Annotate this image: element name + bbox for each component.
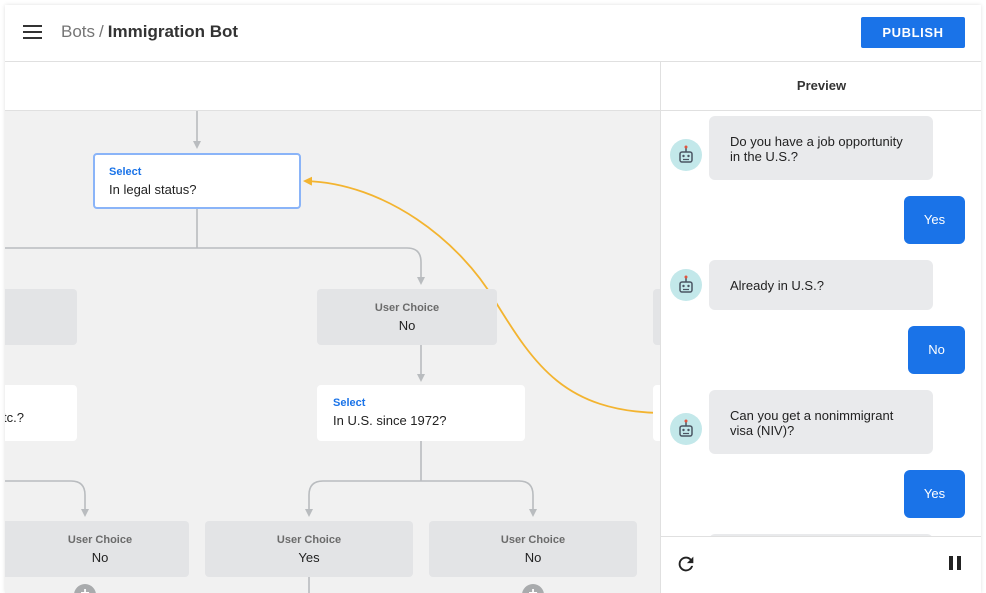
flow-node-choice[interactable]: User Choice No xyxy=(317,289,497,345)
node-type: User Choice xyxy=(500,534,566,546)
bot-avatar xyxy=(670,269,702,301)
bot-message: Can you get a nonimmigrant visa (NIV)? xyxy=(709,390,933,454)
node-type: User Choice xyxy=(67,534,133,546)
flow-node-choice[interactable]: User Choice No xyxy=(429,521,637,577)
pause-icon[interactable] xyxy=(949,556,961,570)
flow-node-select-partial[interactable] xyxy=(653,385,660,441)
preview-panel: Preview Do you have a job opportunity in… xyxy=(660,62,981,593)
flow-node-choice[interactable]: User Choice Yes xyxy=(205,521,413,577)
page-title: Immigration Bot xyxy=(107,22,239,41)
flow-canvas[interactable]: Select In legal status? User Choice No t… xyxy=(5,111,660,593)
flow-node-choice-partial[interactable] xyxy=(653,289,660,345)
node-type: Select xyxy=(333,397,366,409)
node-type: Select xyxy=(109,166,142,178)
add-step-button[interactable]: + xyxy=(74,584,96,593)
flow-node-select[interactable]: Select In U.S. since 1972? xyxy=(317,385,525,441)
app-window: Bots/Immigration Bot PUBLISH xyxy=(5,5,981,593)
bot-avatar xyxy=(670,139,702,171)
flow-node-choice[interactable]: User Choice No xyxy=(5,521,189,577)
robot-icon xyxy=(679,275,693,293)
user-message: Yes xyxy=(904,196,965,244)
user-message: Yes xyxy=(904,470,965,518)
node-type: User Choice xyxy=(276,534,342,546)
node-label: No xyxy=(524,550,542,565)
bot-avatar xyxy=(670,413,702,445)
node-label: In legal status? xyxy=(109,182,197,197)
top-bar: Bots/Immigration Bot PUBLISH xyxy=(5,5,981,62)
preview-controls xyxy=(661,536,981,593)
flow-node-choice-partial[interactable] xyxy=(5,289,77,345)
bot-message: Do you have a job opportunity in the U.S… xyxy=(709,116,933,180)
flow-node-select-partial[interactable]: tc.? xyxy=(5,385,77,441)
flow-node-select[interactable]: Select In legal status? xyxy=(93,153,301,209)
node-label: Yes xyxy=(298,550,320,565)
bot-message-partial xyxy=(709,534,933,536)
editor-toolbar xyxy=(5,62,660,111)
refresh-icon[interactable] xyxy=(675,553,697,575)
connector xyxy=(323,480,537,517)
breadcrumb-bots-link[interactable]: Bots xyxy=(61,22,96,41)
breadcrumb: Bots/Immigration Bot xyxy=(61,22,238,42)
node-label: In U.S. since 1972? xyxy=(333,413,447,428)
robot-icon xyxy=(679,419,693,437)
add-step-button[interactable]: + xyxy=(522,584,544,593)
publish-button[interactable]: PUBLISH xyxy=(861,17,965,48)
preview-title: Preview xyxy=(661,62,981,111)
node-label: tc.? xyxy=(5,410,24,425)
node-label: No xyxy=(91,550,109,565)
user-message: No xyxy=(908,326,965,374)
node-label: No xyxy=(398,318,416,333)
connector xyxy=(305,480,324,517)
robot-icon xyxy=(679,145,693,163)
connector xyxy=(5,247,425,285)
menu-icon[interactable] xyxy=(23,24,43,40)
node-type: User Choice xyxy=(374,302,440,314)
connector xyxy=(5,480,89,517)
chat-transcript[interactable]: Do you have a job opportunity in the U.S… xyxy=(661,111,981,536)
breadcrumb-separator: / xyxy=(99,22,104,41)
bot-message: Already in U.S.? xyxy=(709,260,933,310)
